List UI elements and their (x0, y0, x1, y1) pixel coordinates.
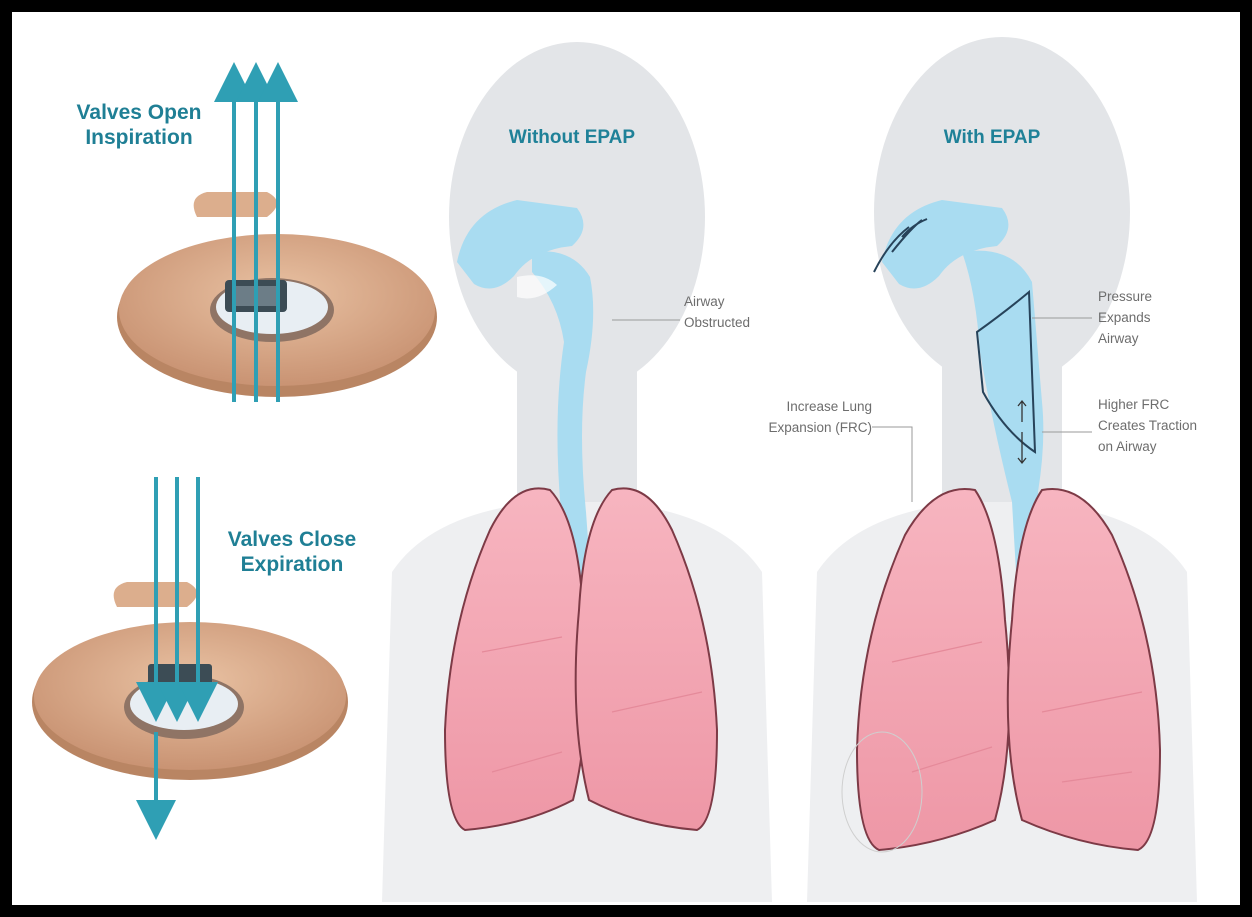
valves-open-line2: Inspiration (64, 125, 214, 150)
valves-close-label: Valves Close Expiration (217, 527, 367, 577)
callout-increase-lung: Increase Lung Expansion (FRC) (732, 397, 872, 439)
callout-pressure-line1: Pressure (1098, 287, 1218, 308)
callout-pressure-line2: Expands (1098, 308, 1218, 329)
callout-higher-frc: Higher FRC Creates Traction on Airway (1098, 395, 1228, 458)
valve-device-close (32, 582, 348, 780)
title-without-epap: Without EPAP (492, 127, 652, 150)
callout-airway-obstructed-line1: Airway (684, 292, 794, 313)
callout-frc-line2: Creates Traction (1098, 416, 1228, 437)
valves-close-line1: Valves Close (217, 527, 367, 552)
valves-open-label: Valves Open Inspiration (64, 100, 214, 150)
callout-pressure-line3: Airway (1098, 329, 1218, 350)
valves-open-line1: Valves Open (64, 100, 214, 125)
valves-close-line2: Expiration (217, 552, 367, 577)
callout-airway-obstructed-line2: Obstructed (684, 313, 794, 334)
callout-pressure-expands: Pressure Expands Airway (1098, 287, 1218, 350)
callout-airway-obstructed: Airway Obstructed (684, 292, 794, 334)
epap-diagram: Valves Open Inspiration Valves Close Exp… (12, 12, 1240, 905)
callout-frc-line1: Higher FRC (1098, 395, 1228, 416)
callout-increase-lung-line1: Increase Lung (732, 397, 872, 418)
callout-increase-lung-line2: Expansion (FRC) (732, 418, 872, 439)
callout-frc-line3: on Airway (1098, 437, 1228, 458)
title-with-epap: With EPAP (912, 127, 1072, 150)
